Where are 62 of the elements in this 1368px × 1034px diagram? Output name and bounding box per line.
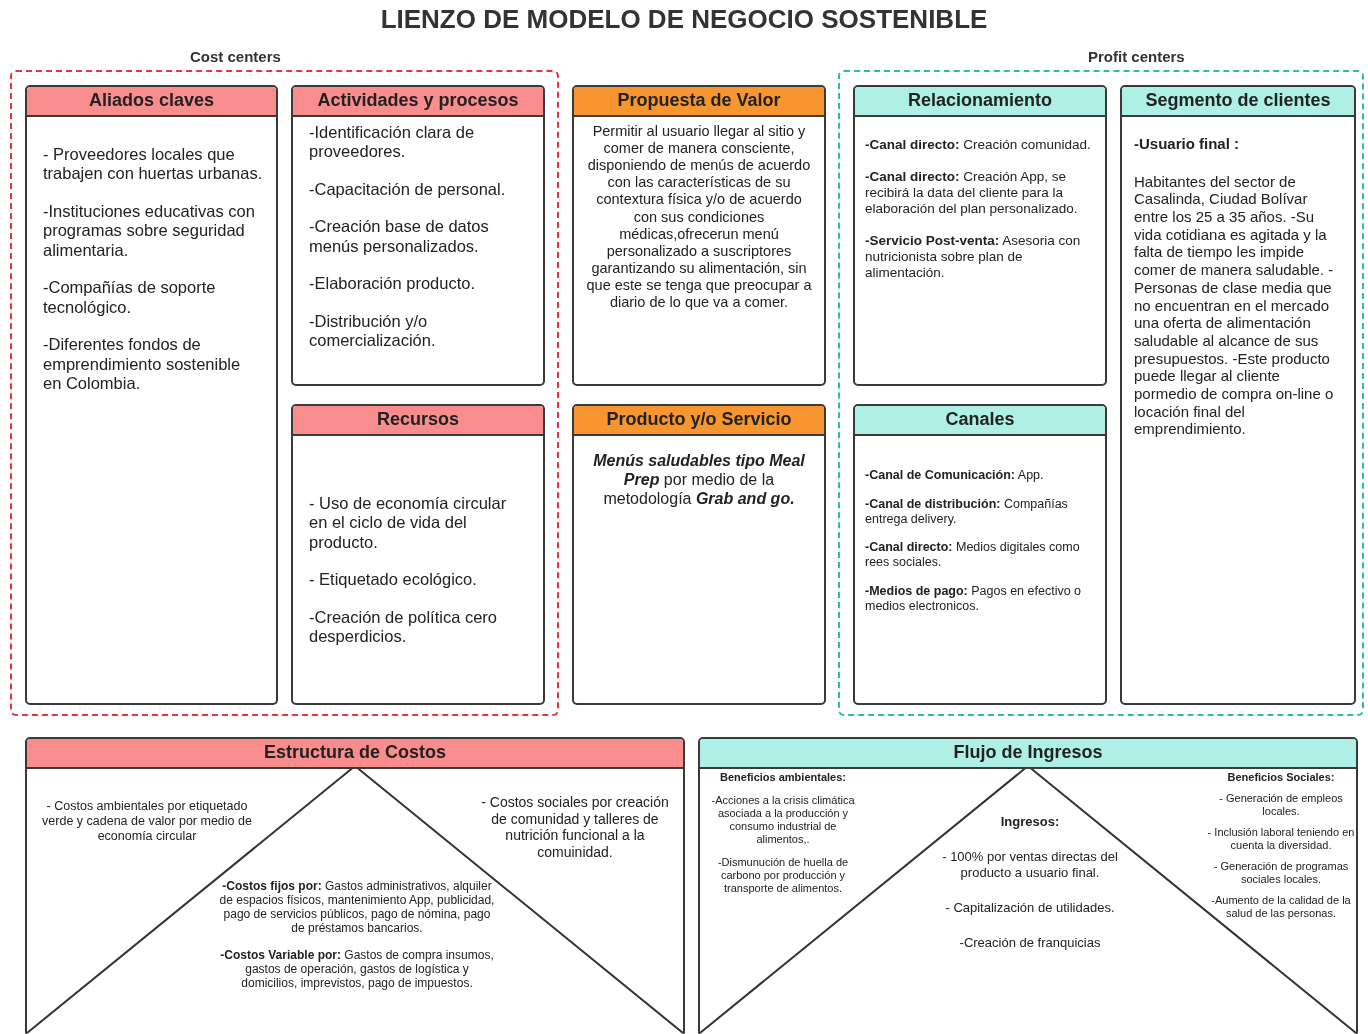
section-heading: Recursos	[293, 406, 543, 436]
canvas-card	[572, 85, 826, 386]
section-heading: Aliados claves	[27, 87, 276, 117]
card-text: - Etiquetado ecológico.	[309, 570, 478, 590]
card-text: -Costos fijos por: Gastos administrativos, alquiler de espacios físicos, mantenimiento App, publicidad, pago de servicios públicos, pago de nómina, pago de préstamos bancarios.	[219, 879, 495, 936]
card-text: - Generación de empleos locales.	[1218, 791, 1344, 818]
section-heading: Estructura de Costos	[27, 739, 683, 769]
card-text: - Inclusión laboral teniendo en cuenta la diversidad.	[1206, 825, 1356, 852]
card-text: - 100% por ventas directas del producto a usuario final.	[941, 849, 1119, 880]
card-text: -Aumento de la calidad de la salud de las personas.	[1210, 893, 1352, 920]
card-text: -Instituciones educativas con programas sobre seguridad alimentaria.	[43, 201, 256, 261]
subheading-text: Beneficios ambientales:	[719, 771, 847, 784]
card-text: -Acciones a la crisis climática asociada a la producción y consumo industrial de alimentos,.	[710, 793, 856, 846]
card-text: -Canal de distribución: Compañías entrega delivery.	[865, 496, 1069, 527]
card-text: -Medios de pago: Pagos en efectivo o medios electronicos.	[865, 583, 1083, 614]
canvas-card	[853, 85, 1107, 386]
section-heading: Segmento de clientes	[1122, 87, 1354, 117]
card-text: - Costos sociales por creación de comunidad y talleres de nutrición funcional a la comuinidad.	[480, 794, 670, 861]
card-text: - Costos ambientales por etiquetado verde y cadena de valor por medio de economía circular	[42, 799, 252, 844]
canvas-card	[1120, 85, 1356, 705]
canvas-card	[291, 404, 545, 705]
section-heading: Actividades y procesos	[293, 87, 543, 117]
card-text: -Capacitación de personal.	[309, 179, 507, 200]
canvas-panel	[25, 737, 685, 1034]
section-heading: Relacionamiento	[855, 87, 1105, 117]
card-text: -Creación de franquicias	[958, 935, 1102, 951]
card-text: -Creación de política cero desperdicios.	[309, 607, 498, 647]
card-text: - Capitalización de utilidades.	[944, 900, 1116, 916]
card-text: -Diferentes fondos de emprendimiento sostenible en Colombia.	[43, 335, 242, 394]
subheading-text: Ingresos:	[999, 814, 1061, 830]
card-text: - Proveedores locales que trabajen con huertas urbanas.	[43, 145, 263, 184]
card-text: -Canal directo: Medios digitales como rees sociales.	[865, 540, 1081, 570]
section-heading: Producto y/o Servicio	[574, 406, 824, 436]
card-text: Habitantes del sector de Casalinda, Ciudad Bolívar entre los 25 a 35 años. -Su vida cotidiana es agitada y la falta de tiempo les impide comer de manera saludable. -Personas de clase media que no encuentran en el mercado una oferta de alimentación saludable al alcance de sus presupuestos. -Este producto puede llegar al cliente pormedio de compra on-line o locación final del emprendimiento.	[1134, 172, 1335, 438]
card-text: -Creación base de datos menús personalizados.	[309, 217, 490, 257]
card-text: -Identificación clara de proveedores.	[309, 123, 476, 162]
section-heading: Canales	[855, 406, 1105, 436]
canvas-card	[25, 85, 278, 705]
canvas-panel	[698, 737, 1358, 1034]
subheading-text: -Usuario final :	[1134, 135, 1240, 153]
canvas-card	[572, 404, 826, 705]
card-text: - Generación de programas sociales locales.	[1212, 859, 1350, 886]
card-text: -Canal de Comunicación: App.	[865, 468, 1045, 483]
card-text: -Servicio Post-venta: Asesoria con nutricionista sobre plan de alimentación.	[865, 232, 1082, 281]
card-text: -Dismunución de huella de carbono por producción y transporte de alimentos.	[716, 855, 850, 895]
section-heading: Propuesta de Valor	[574, 87, 824, 117]
card-text: -Distribución y/o comercialización.	[309, 311, 437, 351]
card-text: -Elaboración producto.	[309, 274, 476, 294]
group-label: Cost centers	[190, 48, 281, 65]
canvas-card	[853, 404, 1107, 705]
card-text: -Canal directo: Creación comunidad.	[865, 137, 1092, 153]
group-label: Profit centers	[1088, 48, 1185, 65]
card-text: Menús saludables tipo Meal Prep por medio de la metodología Grab and go.	[592, 452, 806, 509]
card-text: -Compañías de soporte tecnológico.	[43, 278, 217, 318]
canvas-card	[291, 85, 545, 386]
card-text: -Costos Variable por: Gastos de compra insumos, gastos de operación, gastos de logística y domicilios, imprevistos, pago de impuestos.	[219, 947, 495, 991]
page-title: LIENZO DE MODELO DE NEGOCIO SOSTENIBLE	[379, 4, 989, 35]
card-text: -Canal directo: Creación App, se recibirá la data del cliente para la elaboración del plan personalizado.	[865, 168, 1079, 217]
subheading-text: Beneficios Sociales:	[1226, 771, 1336, 784]
card-text: Permitir al usuario llegar al sitio y comer de manera consciente, disponiendo de menús de acuerdo con las características de su contextura física y/o de acuerdo con sus condiciones médicas,ofrecerun menú personalizado a suscriptores garantizando su alimentación, sin que este se tenga que preocupar a diario de lo que va a comer.	[585, 123, 813, 312]
card-text: - Uso de economía circular en el ciclo de vida del producto.	[309, 494, 508, 553]
section-heading: Flujo de Ingresos	[700, 739, 1356, 769]
